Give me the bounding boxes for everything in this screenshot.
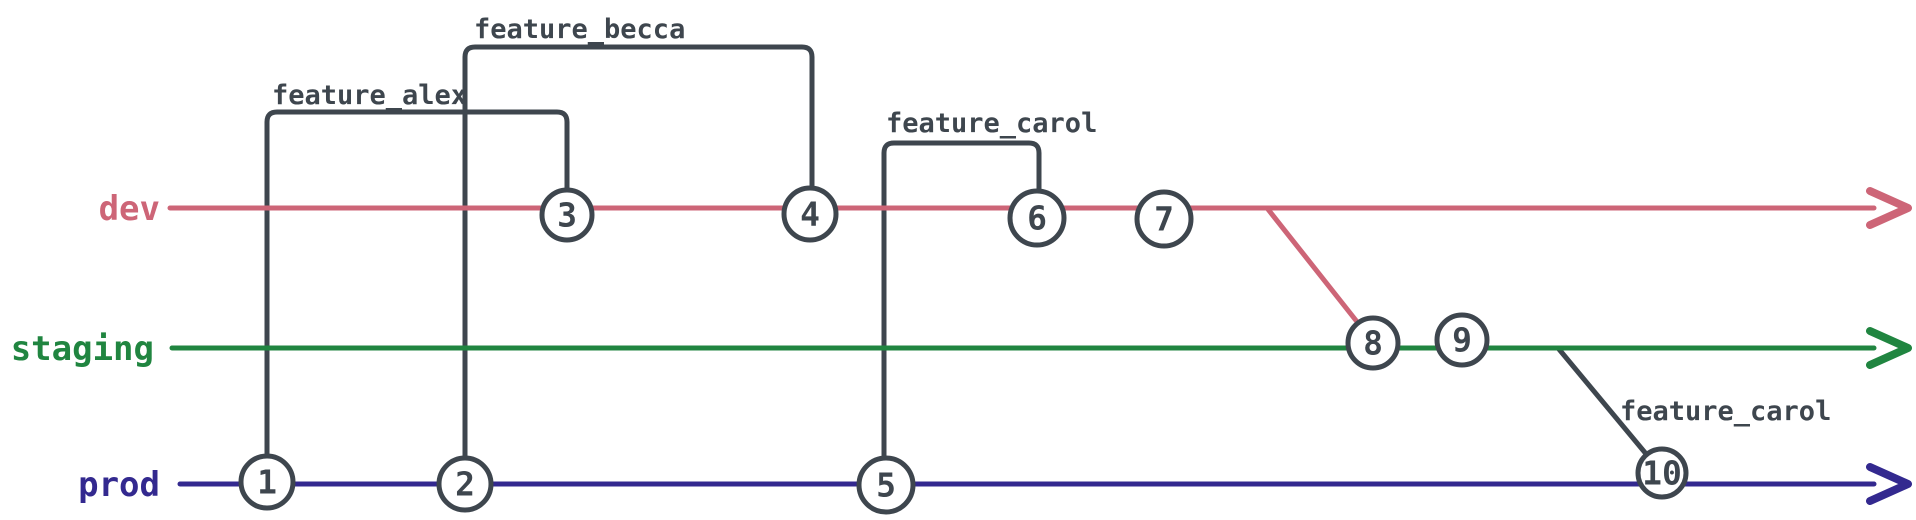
feature-branch-line-feature_carol [1555,345,1650,458]
feature-branch-line-feature_carol [881,140,1042,488]
commit-circle [1345,315,1401,371]
commit-circle [1134,189,1194,249]
merge-line-dev-to-staging [1264,205,1361,326]
commit-node-9: 9 [1434,312,1490,368]
branch-label-prod: prod [78,465,160,505]
commit-number: 2 [455,465,475,504]
commit-number: 4 [800,195,820,234]
arrow-right-icon-dev [1866,187,1912,229]
commit-node-10: 10 [1635,446,1689,500]
commit-circle [1434,312,1490,368]
commit-circle [238,453,296,511]
branch-label-dev: dev [99,189,160,229]
commit-node-3: 3 [539,187,595,243]
commit-node-7: 7 [1134,189,1194,249]
feature-branch-line-feature_becca [462,44,815,487]
feature-branch-line-feature_alex [264,109,570,485]
feature-branch-label: feature_becca [474,14,685,45]
feature-branch-label: feature_carol [886,108,1097,139]
commit-node-1: 1 [238,453,296,511]
commit-node-6: 6 [1007,188,1067,248]
arrow-right-icon-prod [1866,463,1912,505]
commit-number: 6 [1027,199,1047,238]
commit-number: 7 [1154,200,1174,239]
commit-node-8: 8 [1345,315,1401,371]
commit-number: 10 [1642,454,1682,493]
feature-branch-label: feature_alex [272,80,467,111]
commit-number: 8 [1363,324,1383,363]
commit-number: 9 [1452,321,1472,360]
commit-nodes-layer: 1 2 3 4 5 6 7 8 9 10 [238,185,1689,515]
commit-number: 1 [257,463,277,502]
commit-circle [856,455,916,515]
labels-layer: feature_alexfeature_beccafeature_carolfe… [11,14,1832,505]
commit-number: 3 [557,196,577,235]
merge-lines-layer [1264,205,1361,326]
commit-circle [436,455,494,513]
commit-circle [781,185,839,243]
commit-circle [1007,188,1067,248]
branch-label-staging: staging [11,329,154,369]
commit-number: 5 [876,466,896,505]
commit-circle [539,187,595,243]
feature-branch-label: feature_carol [1620,396,1831,427]
commit-node-4: 4 [781,185,839,243]
commit-node-5: 5 [856,455,916,515]
commit-circle [1635,446,1689,500]
commit-node-2: 2 [436,455,494,513]
arrow-right-icon-staging [1866,327,1912,369]
feature-branch-lines-layer [264,44,1650,488]
